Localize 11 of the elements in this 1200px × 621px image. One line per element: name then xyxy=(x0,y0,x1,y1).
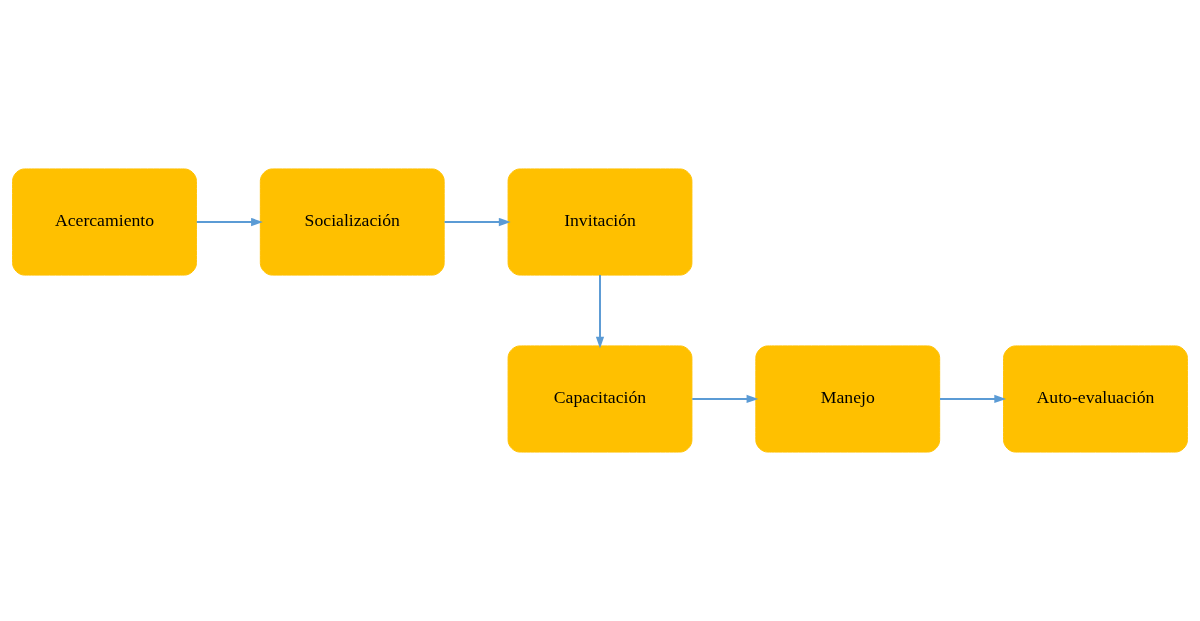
node-box: Socialización xyxy=(259,168,445,276)
arrow xyxy=(595,274,605,349)
node-box: Manejo xyxy=(755,345,941,453)
arrow xyxy=(939,394,1007,404)
node-box: Invitación xyxy=(507,168,693,276)
node-box: Auto-evaluación xyxy=(1003,345,1188,453)
arrow xyxy=(691,394,759,404)
arrow xyxy=(195,217,263,227)
node-box: Capacitación xyxy=(507,345,693,453)
arrow xyxy=(443,217,511,227)
node-box: Acercamiento xyxy=(12,168,197,276)
